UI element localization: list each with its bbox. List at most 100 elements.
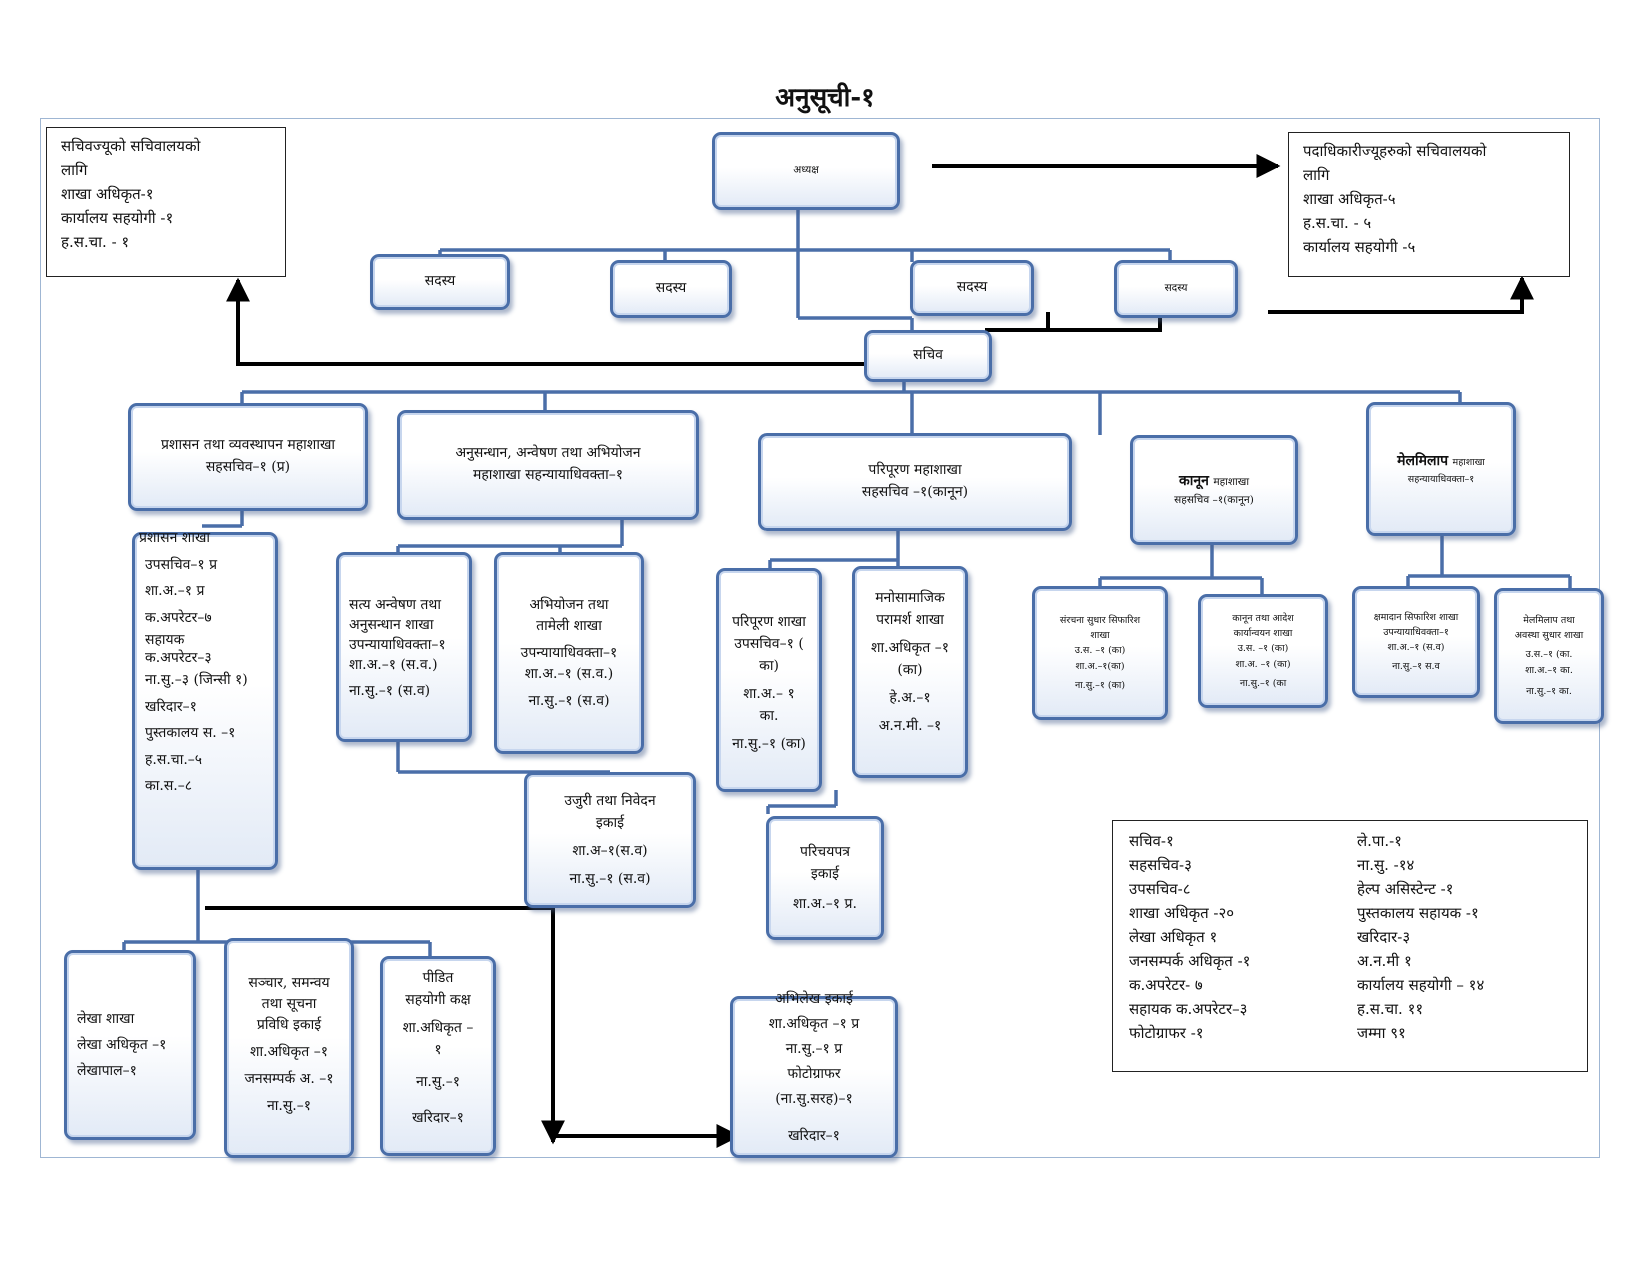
branch-line: (का) — [897, 662, 923, 678]
summary-item: ले.पा.-१ — [1357, 832, 1402, 850]
member-label: सदस्य — [424, 273, 456, 290]
branch-line: अवस्था सुधार शाखा — [1514, 630, 1584, 642]
summary-item: पुस्तकालय सहायक -१ — [1357, 904, 1479, 922]
branch-line: मनोसामाजिक — [875, 590, 945, 606]
side-right-line: पदाधिकारीज्यूहरुको सचिवालयको — [1303, 142, 1487, 160]
branch-line: ना.सु.–३ (जिन्सी १) — [145, 672, 248, 688]
branch-line: लेखा शाखा — [77, 1011, 135, 1027]
branch-line: ह.स.चा.–५ — [145, 751, 203, 768]
branch-line: अ.न.मी. –१ — [878, 718, 942, 734]
branch-line: कानून तथा आदेश — [1232, 613, 1294, 625]
branch-line: सत्य अन्वेषण तथा — [349, 597, 441, 613]
division-line: सहन्यायाधिवक्ता–१ — [1407, 474, 1475, 486]
summary-item: कार्यालय सहयोगी – १४ — [1357, 976, 1485, 994]
side-left-line: सचिवज्यूको सचिवालयको — [61, 137, 201, 155]
summary-item: सचिव-१ — [1129, 832, 1174, 850]
division-line: सहसचिव –१(कानून) — [1174, 493, 1254, 506]
secretary-box: सचिव — [864, 330, 992, 382]
side-right-line: शाखा अधिकृत-५ — [1303, 190, 1396, 208]
summary-item: शाखा अधिकृत -२० — [1129, 904, 1235, 922]
branch-line: कार्यान्वयन शाखा — [1233, 628, 1293, 640]
summary-item: हेल्प असिस्टेन्ट -१ — [1357, 880, 1454, 898]
member-box-4: सदस्य — [1114, 260, 1238, 318]
unit-line: (ना.सु.सरह)–१ — [775, 1091, 853, 1107]
officials-secretariat-box: पदाधिकारीज्यूहरुको सचिवालयको लागि शाखा अ… — [1288, 132, 1570, 277]
staff-summary-box: सचिव-१ सहसचिव-३ उपसचिव-८ शाखा अधिकृत -२०… — [1112, 820, 1588, 1072]
unit-line: परिचयपत्र — [800, 844, 850, 860]
branch-line: पुस्तकालय स. –१ — [145, 725, 236, 741]
branch-line: परामर्श शाखा — [876, 612, 944, 628]
summary-item: जनसम्पर्क अधिकृत -१ — [1129, 952, 1251, 970]
branch-line: का. — [759, 708, 779, 724]
branch-line: लेखा अधिकृत –१ — [77, 1037, 167, 1053]
unit-line: जनसम्पर्क अ. –१ — [244, 1071, 334, 1087]
branch-line: शा.अधिकृत –१ — [871, 640, 949, 656]
branch-line: अनुसन्धान शाखा — [349, 617, 434, 633]
branch-line: शाखा — [1090, 630, 1110, 642]
admin-branch-box: प्रशासन शाखा उपसचिव–१ प्र शा.अ.–१ प्र क.… — [132, 530, 278, 870]
complaint-unit-box: उजुरी तथा निवेदन इकाई शा.अ–१(स.व) ना.सु.… — [524, 772, 696, 908]
branch-line: ना.सु.–१ (स.व) — [528, 692, 610, 709]
recon-branch-box: मेलमिलाप तथा अवस्था सुधार शाखा उ.स.–१ (क… — [1494, 588, 1604, 724]
summary-item: उपसचिव-८ — [1129, 880, 1191, 898]
division-line: सहसचिव –१(कानून) — [861, 484, 969, 500]
branch-line: शा.अ.–१ (स.व.) — [524, 665, 614, 682]
branch-line: ना.सु.–१ (का) — [1074, 679, 1126, 691]
branch-line: उ.स.–१ (का. — [1525, 649, 1573, 661]
branch-line: तामेली शाखा — [536, 617, 602, 634]
branch-line: उपन्यायाधिवक्ता–१ — [520, 644, 618, 661]
unit-line: सञ्चार, समन्वय — [248, 975, 330, 991]
branch-line: परिपूरण शाखा — [732, 614, 806, 630]
member-box-3: सदस्य — [910, 260, 1034, 316]
member-box-1: सदस्य — [370, 254, 510, 310]
summary-right-column: ले.पा.-१ ना.सु. -१४ हेल्प असिस्टेन्ट -१ … — [1357, 829, 1484, 1045]
amnesty-branch-box: क्षमादान सिफारिश शाखा उपन्यायाधिवक्ता–१ … — [1352, 586, 1480, 698]
summary-item: अ.न.मी १ — [1357, 952, 1412, 970]
admin-division-box: प्रशासन तथा व्यवस्थापन महाशाखा सहसचिव–१ … — [128, 403, 368, 511]
summary-item: सहसचिव-३ — [1129, 856, 1192, 874]
reparation-branch-box: परिपूरण शाखा उपसचिव–१ ( का) शा.अ.– १ का.… — [716, 568, 822, 792]
unit-line: खरिदार–१ — [412, 1110, 464, 1126]
side-left-line: ह.स.चा. - १ — [61, 233, 130, 251]
branch-line: अभियोजन तथा — [529, 596, 609, 613]
division-line: सहसचिव–१ (प्र) — [205, 459, 291, 475]
member-label: सदस्य — [1164, 282, 1188, 295]
summary-item: ना.सु. -१४ — [1357, 856, 1415, 874]
victim-cell-box: पीडित सहयोगी कक्ष शा.अधिकृत – १ ना.सु.–१… — [380, 956, 496, 1156]
branch-line: शा.अ.– १ — [743, 686, 795, 702]
unit-line: सहयोगी कक्ष — [405, 992, 471, 1008]
branch-line: शा.अ.–१ का. — [1525, 664, 1573, 676]
branch-line: शा.अ.–१(का) — [1075, 660, 1125, 672]
summary-item: जम्मा ९१ — [1357, 1024, 1406, 1042]
psycho-branch-box: मनोसामाजिक परामर्श शाखा शा.अधिकृत –१ (का… — [852, 566, 968, 778]
arrow-admin-down — [205, 906, 565, 1145]
branch-line: क्षमादान सिफारिश शाखा — [1373, 611, 1459, 623]
branch-line: का) — [759, 658, 779, 674]
branch-line: क.अपरेटर–७ — [145, 609, 212, 626]
unit-line: फोटोग्राफर — [787, 1066, 841, 1082]
member-label: सदस्य — [655, 280, 687, 297]
unit-line: तथा सूचना — [261, 996, 317, 1012]
side-right-line: लागि — [1303, 166, 1330, 184]
branch-line: ना.सु.–१ (स.व) — [349, 683, 431, 699]
summary-item: क.अपरेटर- ७ — [1129, 976, 1203, 994]
records-unit-box: अभिलेख इकाई शा.अधिकृत –१ प्र ना.सु.–१ प्… — [730, 991, 898, 1158]
branch-line: शा.अ.–१ प्र — [145, 583, 205, 599]
summary-item: ह.स.चा. ११ — [1357, 1000, 1424, 1018]
branch-line: उ.स. –१ (का) — [1074, 645, 1126, 657]
branch-line: मेलमिलाप तथा — [1523, 615, 1575, 627]
branch-line: ना.सु.–१ स.व — [1392, 661, 1440, 673]
division-line: महाशाखा सहन्यायाधिवक्ता–१ — [472, 467, 624, 483]
unit-line: इकाई — [595, 815, 625, 831]
branch-line: ना.सु.–१ का. — [1526, 685, 1572, 697]
reparation-division-box: परिपूरण महाशाखा सहसचिव –१(कानून) — [758, 433, 1072, 531]
unit-line: ना.सु.–१ — [415, 1074, 461, 1090]
chair-label: अध्यक्ष — [793, 164, 819, 177]
unit-line: ना.सु.–१ (स.व) — [569, 871, 651, 887]
arrow-secretary-left — [226, 277, 883, 366]
law-division-box: कानून महाशाखा सहसचिव –१(कानून) — [1130, 435, 1298, 545]
member-box-2: सदस्य — [610, 260, 732, 318]
unit-line: शा.अ–१(स.व) — [572, 843, 648, 859]
unit-line: पीडित — [422, 970, 454, 986]
branch-line: उपसचिव–१ ( — [734, 636, 804, 652]
